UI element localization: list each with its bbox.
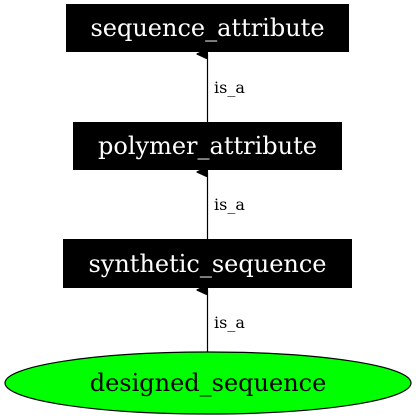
node-polymer-attribute[interactable]: polymer_attribute: [73, 122, 342, 170]
node-designed-sequence-ellipse: [4, 351, 412, 415]
node-sequence-attribute[interactable]: sequence_attribute: [66, 4, 349, 52]
edge-designed-to-synthetic: is_a: [208, 290, 245, 357]
node-synthetic-sequence-box: [63, 239, 352, 288]
node-synthetic-sequence-label: synthetic_sequence: [88, 250, 326, 278]
node-synthetic-sequence[interactable]: synthetic_sequence: [63, 239, 352, 288]
edge-synthetic-to-polymer: is_a: [208, 172, 245, 239]
node-designed-sequence[interactable]: designed_sequence: [4, 351, 412, 415]
node-sequence-attribute-label: sequence_attribute: [90, 14, 324, 42]
edge-designed-to-synthetic-label: is_a: [214, 313, 245, 332]
node-polymer-attribute-box: [73, 122, 342, 170]
edge-polymer-to-sequence-label: is_a: [214, 78, 245, 97]
edge-polymer-to-sequence: is_a: [208, 54, 245, 122]
node-sequence-attribute-box: [66, 4, 349, 52]
node-polymer-attribute-label: polymer_attribute: [98, 132, 317, 160]
edge-synthetic-to-polymer-label: is_a: [214, 195, 245, 214]
node-designed-sequence-label: designed_sequence: [90, 369, 327, 397]
